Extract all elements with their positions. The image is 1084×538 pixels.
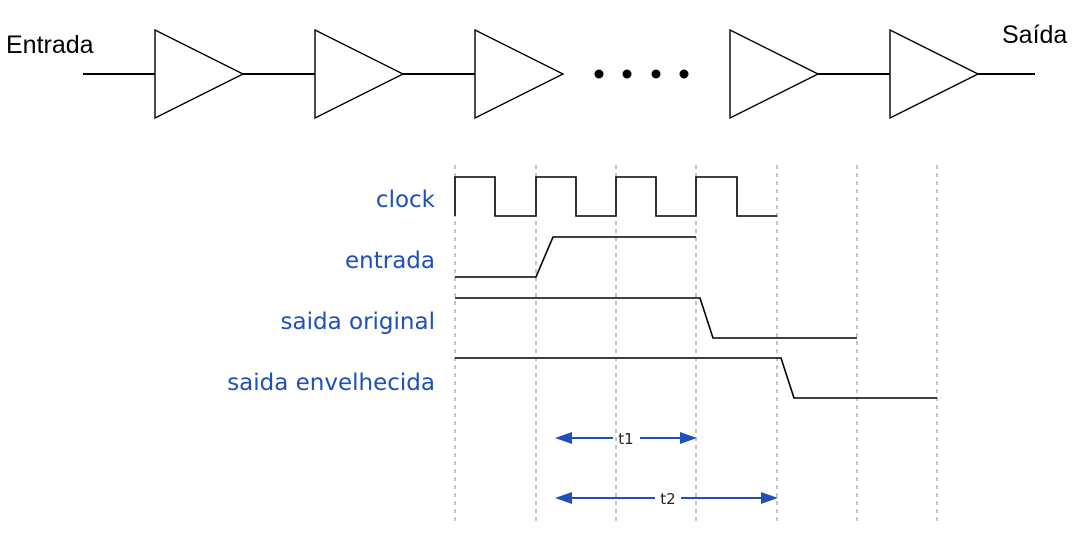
t1-left-arrowhead-icon	[555, 432, 572, 444]
t1-right-arrowhead-icon	[680, 432, 697, 444]
input-label: Entrada	[6, 31, 94, 59]
signal-label-saida-envelhecida: saida envelhecida	[227, 370, 435, 396]
time-grid	[454, 165, 938, 525]
buffer-2	[314, 28, 405, 120]
clock-waveform	[454, 176, 777, 217]
saida-original-waveform	[455, 297, 857, 339]
t2-right-arrowhead-icon	[761, 492, 778, 504]
ellipsis-dot	[651, 69, 661, 79]
buffer-3	[474, 28, 565, 120]
interval-t2: t2	[555, 490, 778, 508]
t1-label: t1	[618, 430, 633, 448]
buffer-5	[889, 28, 980, 120]
ellipsis-dot	[622, 69, 632, 79]
interval-t1: t1	[555, 430, 697, 448]
signal-label-entrada: entrada	[345, 248, 435, 274]
ellipsis-dot	[679, 69, 689, 79]
saida-envelhecida-waveform	[455, 357, 937, 399]
output-label: Saída	[1002, 21, 1067, 49]
signal-label-saida-original: saida original	[281, 309, 435, 335]
ellipsis-dots	[594, 69, 689, 79]
t2-label: t2	[660, 490, 675, 508]
buffer-chain: Entrada Saída	[6, 21, 1067, 120]
timing-diagram: clock entrada saida original saida envel…	[227, 165, 938, 525]
signal-label-clock: clock	[376, 187, 436, 213]
buffer-1	[154, 28, 245, 120]
entrada-waveform	[455, 236, 696, 278]
t2-left-arrowhead-icon	[555, 492, 572, 504]
buffer-4	[729, 28, 820, 120]
ellipsis-dot	[594, 69, 604, 79]
